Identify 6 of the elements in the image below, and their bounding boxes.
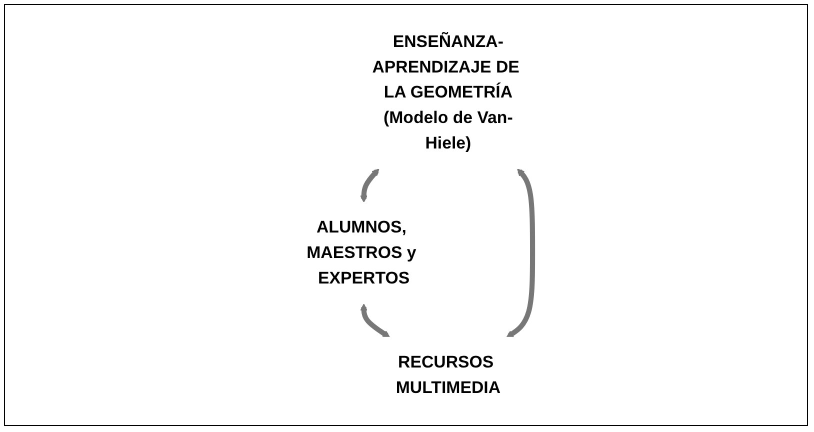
arrow <box>506 168 536 338</box>
arrow <box>360 168 380 203</box>
arrow <box>360 304 390 338</box>
node-text: RECURSOS MULTIMEDIA <box>396 353 501 398</box>
node-text: ALUMNOS, MAESTROS y EXPERTOS <box>306 218 416 288</box>
node-text: ENSEÑANZA-APRENDIZAJE DE LA GEOMETRÍA (Modelo de Van-Hiele) <box>372 32 520 153</box>
